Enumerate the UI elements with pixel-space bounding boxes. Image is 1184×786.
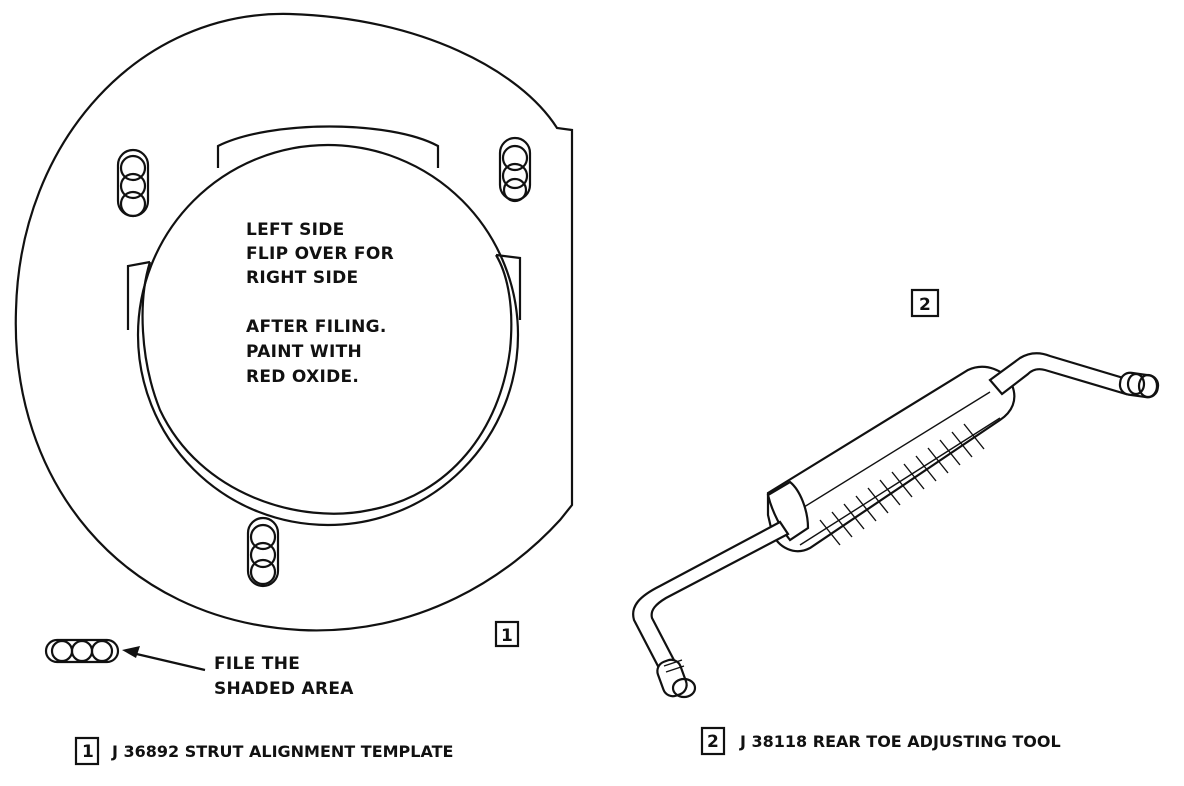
file-shaded-area-callout: FILE THE SHADED AREA	[44, 638, 354, 699]
template-inner-circle	[141, 254, 513, 515]
tool-number-box: 2	[910, 288, 940, 318]
caption-1-number-box	[74, 736, 100, 766]
template-line-6: RED OXIDE.	[246, 367, 359, 387]
caption-1-number: 1	[82, 742, 94, 762]
caption-1: 1 J 36892 STRUT ALIGNMENT TEMPLATE	[74, 736, 453, 766]
tool-upper-hex-tip	[1118, 371, 1160, 399]
callout-line-2: SHADED AREA	[214, 679, 354, 699]
template-left-lug	[126, 260, 151, 330]
template-outer-plate	[14, 12, 574, 632]
svg-text:1: 1	[501, 626, 513, 646]
template-top-tab	[216, 125, 440, 168]
callout-line-1: FILE THE	[214, 654, 300, 674]
caption-2-number: 2	[707, 732, 719, 752]
caption-1-text: J 36892 STRUT ALIGNMENT TEMPLATE	[111, 742, 453, 761]
tool-lower-hex-tip	[656, 658, 697, 699]
tool-collar	[766, 480, 810, 542]
tool-lower-shaft	[632, 520, 790, 672]
strut-alignment-template: LEFT SIDE FLIP OVER FOR RIGHT SIDE AFTER…	[14, 12, 574, 648]
template-line-1: LEFT SIDE	[246, 220, 345, 240]
template-line-4: AFTER FILING.	[246, 317, 387, 337]
template-slot-bottom	[246, 516, 280, 588]
caption-2: 2 J 38118 REAR TOE ADJUSTING TOOL	[700, 726, 1061, 756]
tool-knurled-grip	[795, 391, 1001, 546]
template-right-lug	[495, 253, 522, 320]
callout-arrowhead	[122, 646, 140, 658]
rear-toe-adjusting-tool: 2	[632, 288, 1160, 699]
template-slot-top-left	[116, 148, 150, 218]
tool-upper-shaft	[988, 352, 1132, 396]
svg-text:2: 2	[919, 295, 931, 315]
callout-arrow	[127, 650, 206, 672]
template-slot-top-right	[498, 136, 532, 203]
template-line-5: PAINT WITH	[246, 342, 362, 362]
template-inner-ring	[136, 143, 520, 527]
slot-detail-icon	[44, 638, 120, 664]
tool-handle	[766, 365, 1016, 553]
template-line-3: RIGHT SIDE	[246, 268, 358, 288]
template-line-2: FLIP OVER FOR	[246, 244, 394, 264]
template-number-box: 1	[494, 620, 520, 648]
caption-2-number-box	[700, 726, 726, 756]
caption-2-text: J 38118 REAR TOE ADJUSTING TOOL	[739, 732, 1061, 751]
